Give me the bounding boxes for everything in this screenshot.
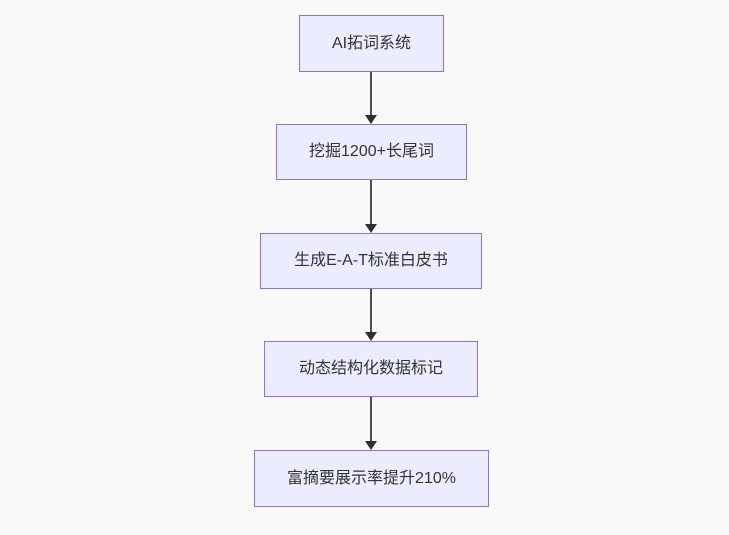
edge-line [370, 397, 372, 441]
flow-node-label: 动态结构化数据标记 [298, 360, 443, 378]
edge-line [370, 289, 372, 332]
flow-edge-1 [364, 72, 378, 124]
flow-node-ai-word-expansion: AI拓词系统 [299, 15, 444, 72]
flow-node-label: 富摘要展示率提升210% [287, 469, 456, 487]
edge-line [370, 180, 372, 224]
edge-line [370, 72, 372, 115]
flow-node-label: 生成E-A-T标准白皮书 [294, 252, 448, 270]
flow-node-eat-whitepaper: 生成E-A-T标准白皮书 [260, 233, 482, 289]
flow-node-structured-data: 动态结构化数据标记 [264, 341, 478, 397]
flow-node-rich-snippet-result: 富摘要展示率提升210% [254, 450, 489, 507]
arrow-down-icon [365, 441, 377, 450]
arrow-down-icon [365, 115, 377, 124]
flow-node-longtail-mining: 挖掘1200+长尾词 [276, 124, 467, 180]
flow-edge-4 [364, 397, 378, 450]
flow-node-label: AI拓词系统 [331, 34, 412, 52]
arrow-down-icon [365, 332, 377, 341]
flow-node-label: 挖掘1200+长尾词 [309, 143, 434, 161]
flow-edge-3 [364, 289, 378, 341]
arrow-down-icon [365, 224, 377, 233]
flow-edge-2 [364, 180, 378, 233]
